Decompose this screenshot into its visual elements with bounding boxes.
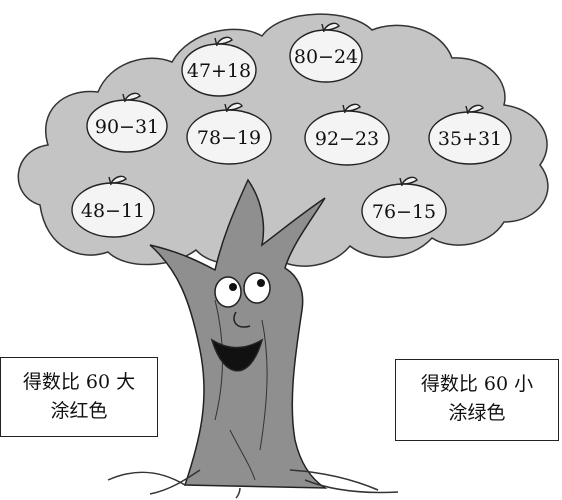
apple-3-expression: 90−31	[94, 116, 160, 138]
tree-trunk	[149, 178, 328, 489]
apple-3-shape	[86, 92, 168, 153]
sign-right-action: 涂绿色	[448, 402, 506, 424]
left-eye	[214, 276, 242, 308]
apple-6-shape	[428, 104, 512, 165]
apple-2-shape	[289, 22, 363, 83]
apple-8-expression: 76−15	[371, 201, 437, 223]
sign-left-action: 涂红色	[50, 400, 108, 422]
tree-face	[210, 272, 271, 372]
tree-roots	[107, 469, 399, 499]
sign-right-rule: 得数比 60 小	[420, 373, 534, 395]
apple-5-shape	[304, 103, 390, 166]
apple-7-shape	[71, 175, 155, 238]
apple-4-expression: 78−19	[196, 127, 262, 149]
apple-4-shape	[186, 102, 272, 165]
sign-less-than-60: 得数比 60 小 涂绿色	[395, 359, 559, 441]
apple-shapes	[71, 22, 512, 239]
apple-7-expression: 48−11	[80, 200, 146, 222]
apple-1-expression: 47+18	[186, 60, 252, 82]
sign-left-rule: 得数比 60 大	[22, 371, 136, 393]
apple-5-expression: 92−23	[314, 128, 380, 150]
apple-8-shape	[361, 176, 447, 239]
mouth	[210, 338, 264, 372]
right-pupil	[257, 279, 265, 287]
apple-1-shape	[181, 36, 257, 97]
nose	[233, 311, 251, 328]
sign-greater-than-60: 得数比 60 大 涂红色	[0, 357, 158, 437]
left-pupil	[229, 283, 237, 291]
apple-6-expression: 35+31	[437, 128, 503, 150]
right-eye	[243, 272, 271, 304]
apple-2-expression: 80−24	[293, 46, 359, 68]
